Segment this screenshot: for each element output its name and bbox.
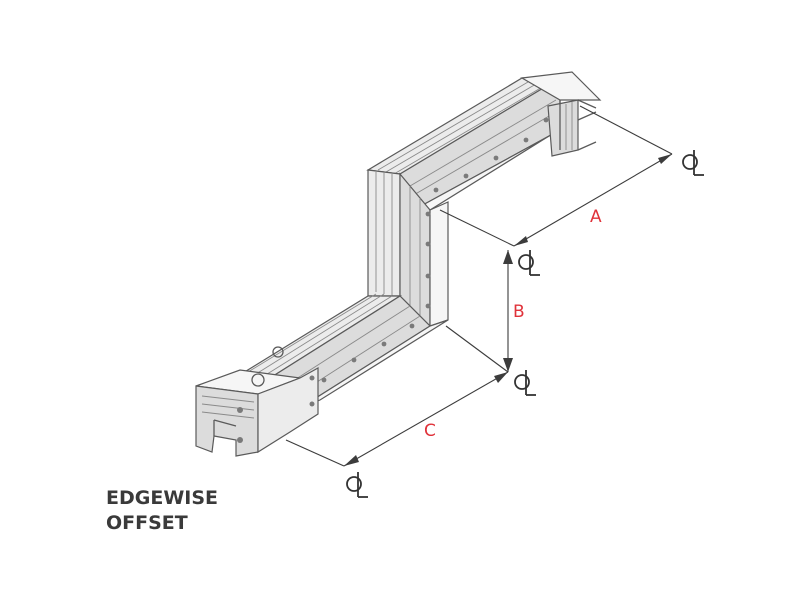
dimension-b: B: [445, 250, 525, 373]
upper-end-cap: [520, 71, 602, 157]
dimension-a: A: [439, 105, 673, 247]
centerline-symbol-c: [514, 370, 536, 396]
dimension-c-label: C: [424, 421, 436, 441]
centerline-symbol-a: [682, 150, 704, 176]
dimension-b-label: B: [513, 302, 525, 322]
centerline-symbol-b: [518, 250, 540, 276]
caption-line-1: EDGEWISE: [106, 487, 219, 509]
centerline-symbol-d: [346, 472, 368, 498]
dimension-a-label: A: [590, 207, 602, 227]
diagram-caption: EDGEWISE OFFSET: [106, 486, 218, 536]
bolt-pattern: [321, 117, 549, 383]
caption-line-2: OFFSET: [106, 512, 188, 534]
dimension-c: C: [285, 371, 509, 467]
lower-end-housing: [195, 346, 319, 457]
